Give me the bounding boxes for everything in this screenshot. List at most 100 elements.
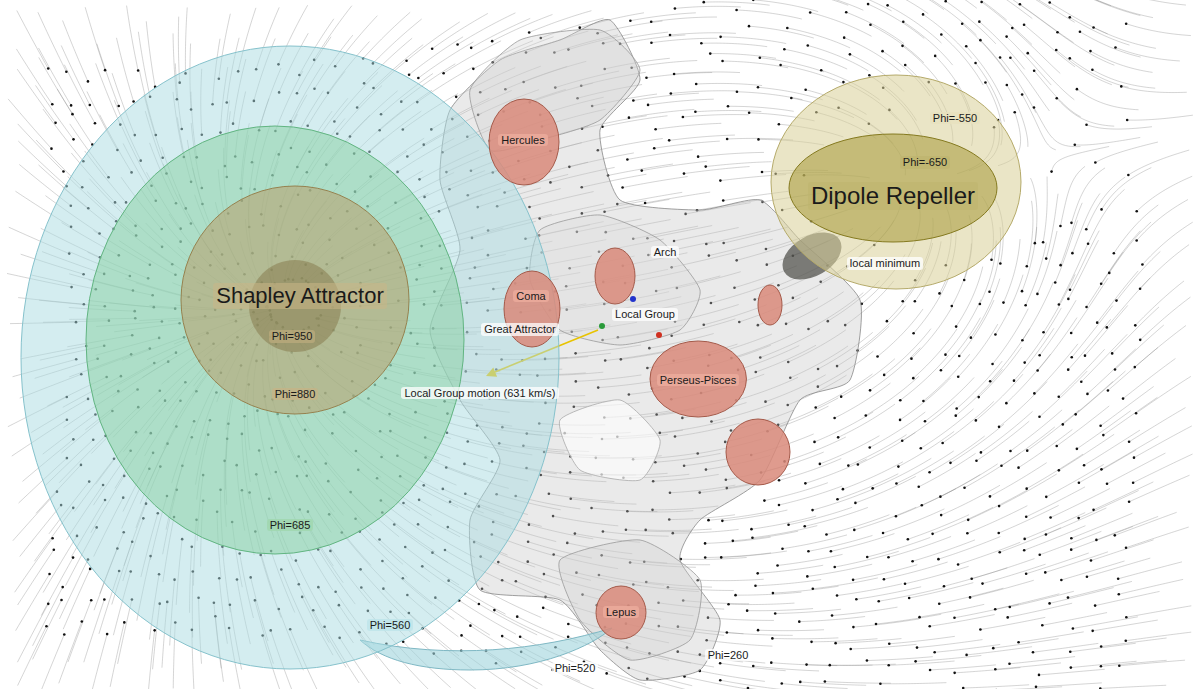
flow-line	[967, 506, 1027, 533]
flow-line	[1129, 408, 1185, 442]
flow-dot	[632, 99, 635, 102]
flow-line	[1129, 475, 1189, 502]
flow-line	[1092, 70, 1155, 88]
flow-dot	[442, 72, 445, 75]
flow-dot	[578, 26, 581, 29]
flow-line	[1127, 115, 1193, 120]
flow-line	[779, 486, 842, 505]
flow-line	[1045, 552, 1108, 573]
flow-line	[747, 609, 813, 611]
flow-line	[956, 369, 1003, 415]
flow-line	[1073, 617, 1138, 629]
flow-dot	[516, 615, 519, 618]
flow-line	[729, 603, 795, 604]
flow-line	[939, 588, 1003, 604]
flow-line	[8, 99, 51, 149]
flow-dot	[65, 70, 68, 73]
flow-line	[888, 5, 942, 43]
flow-line	[831, 0, 892, 11]
flow-line	[866, 376, 919, 415]
flow-line	[1101, 436, 1158, 469]
flow-line	[805, 459, 866, 483]
flow-line	[1140, 245, 1189, 289]
flow-line	[116, 38, 133, 102]
flow-dot	[53, 549, 56, 552]
flow-line	[629, 109, 694, 117]
flow-line	[681, 557, 747, 559]
flow-dot	[408, 73, 411, 76]
flow-line	[1061, 561, 1124, 580]
flow-line	[722, 510, 787, 521]
flow-line	[1095, 142, 1158, 162]
flow-line	[846, 12, 904, 43]
flow-line	[1071, 513, 1132, 538]
flow-line	[835, 551, 899, 567]
flow-line	[935, 644, 1001, 652]
flow-line	[1057, 32, 1114, 65]
flow-line	[999, 382, 1047, 427]
flow-line	[710, 54, 776, 59]
flow-line	[785, 437, 846, 461]
flow-line	[33, 587, 63, 646]
flow-dot	[48, 573, 51, 576]
flow-line	[1025, 513, 1086, 539]
flow-line	[1042, 613, 1107, 626]
flow-line	[651, 17, 717, 22]
flow-line	[608, 164, 673, 175]
flow-line	[1101, 660, 1167, 666]
flow-dot	[668, 139, 671, 142]
flow-line	[930, 665, 996, 670]
flow-line	[1068, 240, 1098, 299]
flow-dot	[647, 104, 650, 107]
flow-line	[837, 584, 902, 596]
flow-line	[698, 152, 764, 156]
flow-line	[748, 688, 813, 689]
flow-line	[1142, 222, 1192, 264]
flow-dot	[470, 47, 473, 50]
flow-line	[1019, 632, 1084, 642]
flow-line	[1008, 603, 1072, 617]
flow-line	[1115, 47, 1179, 60]
flow-line	[61, 45, 90, 104]
flow-line	[736, 592, 802, 595]
flow-line	[982, 2, 1032, 45]
flow-dot	[123, 621, 126, 624]
flow-line	[889, 661, 955, 665]
flow-line	[916, 655, 982, 661]
flow-line	[127, 6, 139, 71]
flow-line	[1134, 426, 1192, 458]
flow-line	[911, 307, 952, 359]
flow-line	[479, 604, 537, 635]
flow-dot	[405, 60, 408, 63]
flow-dot	[501, 635, 504, 638]
flow-line	[602, 116, 667, 127]
flow-line	[1077, 89, 1139, 110]
flow-line	[976, 421, 1029, 461]
flow-line	[957, 361, 1003, 409]
flow-line	[1097, 271, 1138, 323]
flow-line	[57, 89, 92, 145]
flow-dot	[50, 147, 53, 150]
flow-line	[1033, 643, 1098, 652]
flow-line	[1126, 606, 1191, 618]
flow-dot	[137, 69, 140, 72]
flow-line	[632, 61, 698, 68]
flow-line	[999, 505, 1059, 533]
flow-line	[966, 46, 1003, 101]
flow-line	[1038, 318, 1077, 371]
flow-line	[753, 666, 819, 671]
flow-dot	[653, 147, 656, 150]
flow-line	[1115, 512, 1177, 535]
flow-line	[815, 412, 874, 442]
flow-line	[758, 629, 824, 631]
flow-line	[146, 21, 155, 86]
flow-dot	[455, 96, 458, 99]
flow-line	[642, 161, 707, 170]
flow-line	[84, 600, 105, 663]
flow-line	[920, 604, 985, 617]
flow-dot	[478, 603, 481, 606]
flow-line	[17, 10, 48, 68]
flow-line	[41, 558, 73, 616]
flow-line	[996, 687, 1062, 689]
